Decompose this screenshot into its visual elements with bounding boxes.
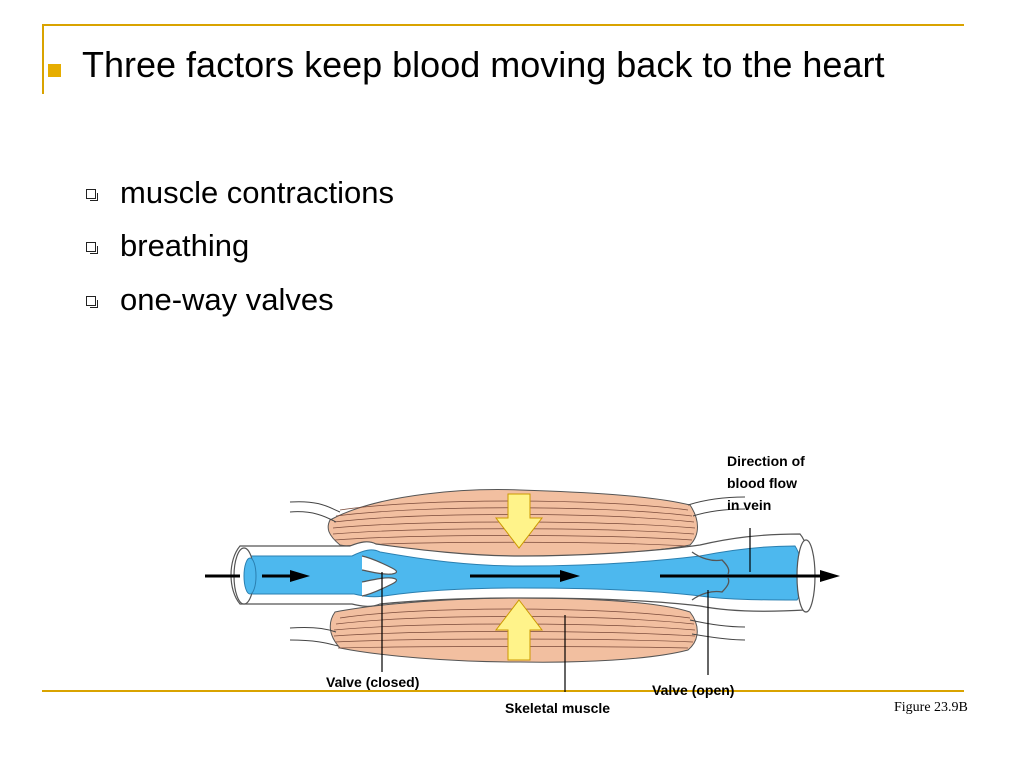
main-bullet-icon — [48, 64, 61, 77]
slide-title: Three factors keep blood moving back to … — [82, 44, 885, 85]
up-pressure-arrow — [494, 599, 544, 661]
footer-rule — [42, 690, 964, 692]
valve-open-label: Valve (open) — [652, 682, 735, 698]
list-item-label: one-way valves — [120, 282, 334, 317]
open-valve — [691, 551, 730, 601]
direction-label-line: in vein — [727, 497, 772, 513]
direction-label-line: Direction of — [727, 453, 805, 469]
valve-closed-label: Valve (closed) — [326, 674, 420, 690]
checkbox-bullet-icon — [86, 242, 98, 254]
list-item-label: muscle contractions — [120, 175, 394, 210]
direction-label-line: blood flow — [727, 475, 797, 491]
frame-top-rule — [42, 24, 964, 26]
closed-valve — [361, 555, 398, 597]
down-pressure-arrow — [494, 493, 544, 549]
checkbox-bullet-icon — [86, 296, 98, 308]
list-item-label: breathing — [120, 228, 250, 263]
leader-lines — [381, 528, 751, 692]
blood-flow-arrows — [205, 570, 840, 582]
direction-label: Direction of blood flow in vein — [727, 450, 805, 516]
figure-reference: Figure 23.9B — [894, 700, 968, 715]
skeletal-muscle-label: Skeletal muscle — [505, 700, 611, 716]
checkbox-bullet-icon — [86, 189, 98, 201]
frame-left-rule — [42, 24, 44, 94]
